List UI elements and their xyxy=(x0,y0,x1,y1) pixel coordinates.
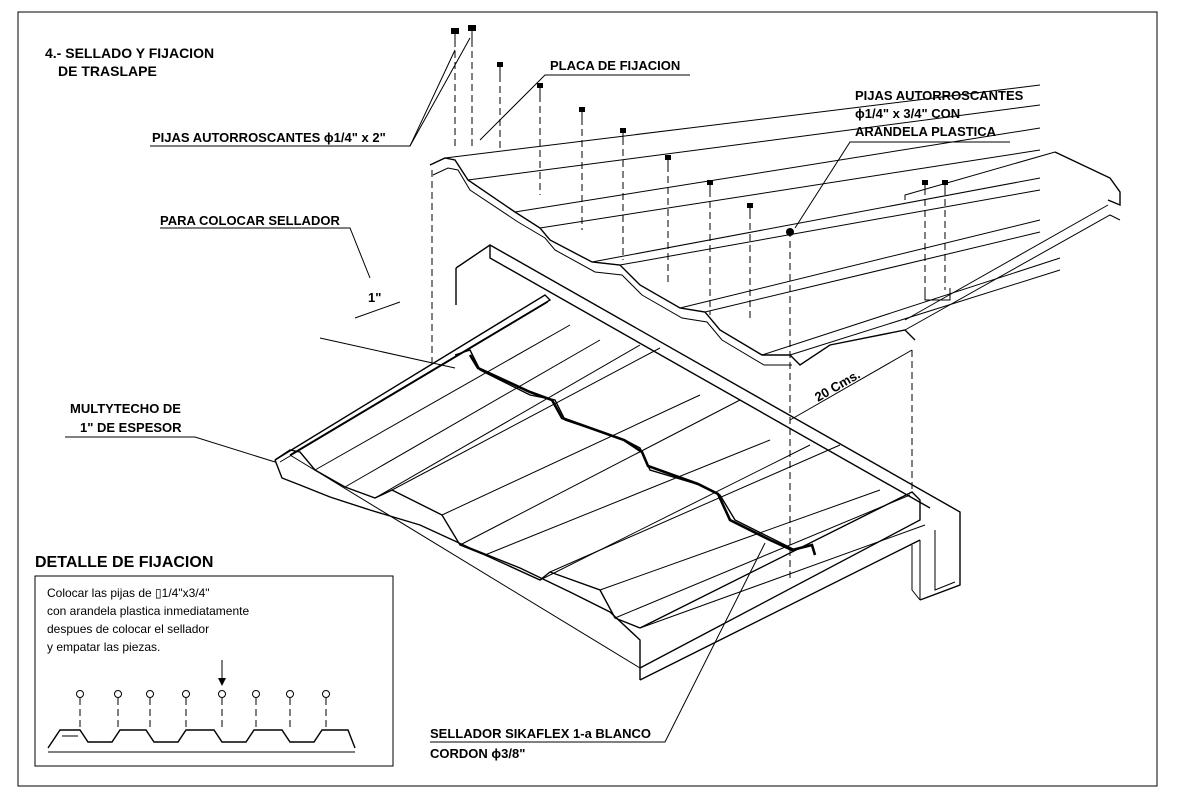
drawing-frame xyxy=(17,11,1158,787)
screw-icon xyxy=(942,180,948,193)
screw-icon xyxy=(182,690,190,728)
label-pijas-34-line1: PIJAS AUTORROSCANTES xyxy=(855,88,1024,103)
label-sellador: PARA COLOCAR SELLADOR xyxy=(160,213,340,228)
label-placa: PLACA DE FIJACION xyxy=(550,58,680,73)
upper-roof-sheet xyxy=(429,84,1121,366)
detail-title: DETALLE DE FIJACION xyxy=(35,554,213,571)
title-line2: DE TRASLAPE xyxy=(58,63,157,79)
leader-lines xyxy=(65,37,1010,743)
label-pijas-34-line3: ARANDELA PLASTICA xyxy=(855,124,997,139)
screw-icon xyxy=(286,690,294,728)
detail-note-line3: despues de colocar el sellador xyxy=(47,622,209,636)
screw-icon xyxy=(620,128,626,141)
detail-box xyxy=(34,575,394,767)
detail-note-line1: Colocar las pijas de ▯1/4"x3/4" xyxy=(47,586,210,600)
screw-icon xyxy=(579,107,585,120)
screw-icon xyxy=(786,228,794,236)
label-multytecho-line2: 1" DE ESPESOR xyxy=(80,420,182,435)
label-veinte-cms: 20 Cms. xyxy=(812,367,863,405)
screw-icon xyxy=(252,690,260,728)
screw-icon xyxy=(537,83,543,96)
screw-icon xyxy=(76,690,84,728)
title-line1: 4.- SELLADO Y FIJACION xyxy=(45,45,214,61)
screw-icon xyxy=(747,203,753,216)
screw-icon xyxy=(146,690,154,728)
screws xyxy=(451,25,948,236)
screw-icon xyxy=(322,690,330,728)
screw-icon xyxy=(468,25,476,41)
sealant-bead xyxy=(468,354,817,556)
alignment-lines xyxy=(431,40,946,580)
detail-section-profile xyxy=(47,660,356,753)
screw-icon xyxy=(218,690,226,728)
screw-icon xyxy=(665,155,671,168)
screw-icon xyxy=(451,28,459,44)
screw-icon xyxy=(114,690,122,728)
label-sikaflex-line1: SELLADOR SIKAFLEX 1-a BLANCO xyxy=(430,726,651,741)
screw-icon xyxy=(922,180,928,193)
label-pijas-2: PIJAS AUTORROSCANTES ϕ1/4" x 2" xyxy=(152,130,386,145)
support-beam xyxy=(455,244,961,601)
lower-multytecho-panel xyxy=(274,294,926,681)
screw-icon xyxy=(497,62,503,75)
label-sikaflex-line2: CORDON ϕ3/8" xyxy=(430,746,525,761)
label-multytecho-line1: MULTYTECHO DE xyxy=(70,401,181,416)
label-pijas-34-line2: ϕ1/4" x 3/4" CON xyxy=(855,106,960,121)
detail-note-line4: y empatar las piezas. xyxy=(47,640,160,654)
label-one-inch: 1" xyxy=(368,290,381,305)
detail-note-line2: con arandela plastica inmediatamente xyxy=(47,604,249,618)
screw-icon xyxy=(707,180,713,193)
